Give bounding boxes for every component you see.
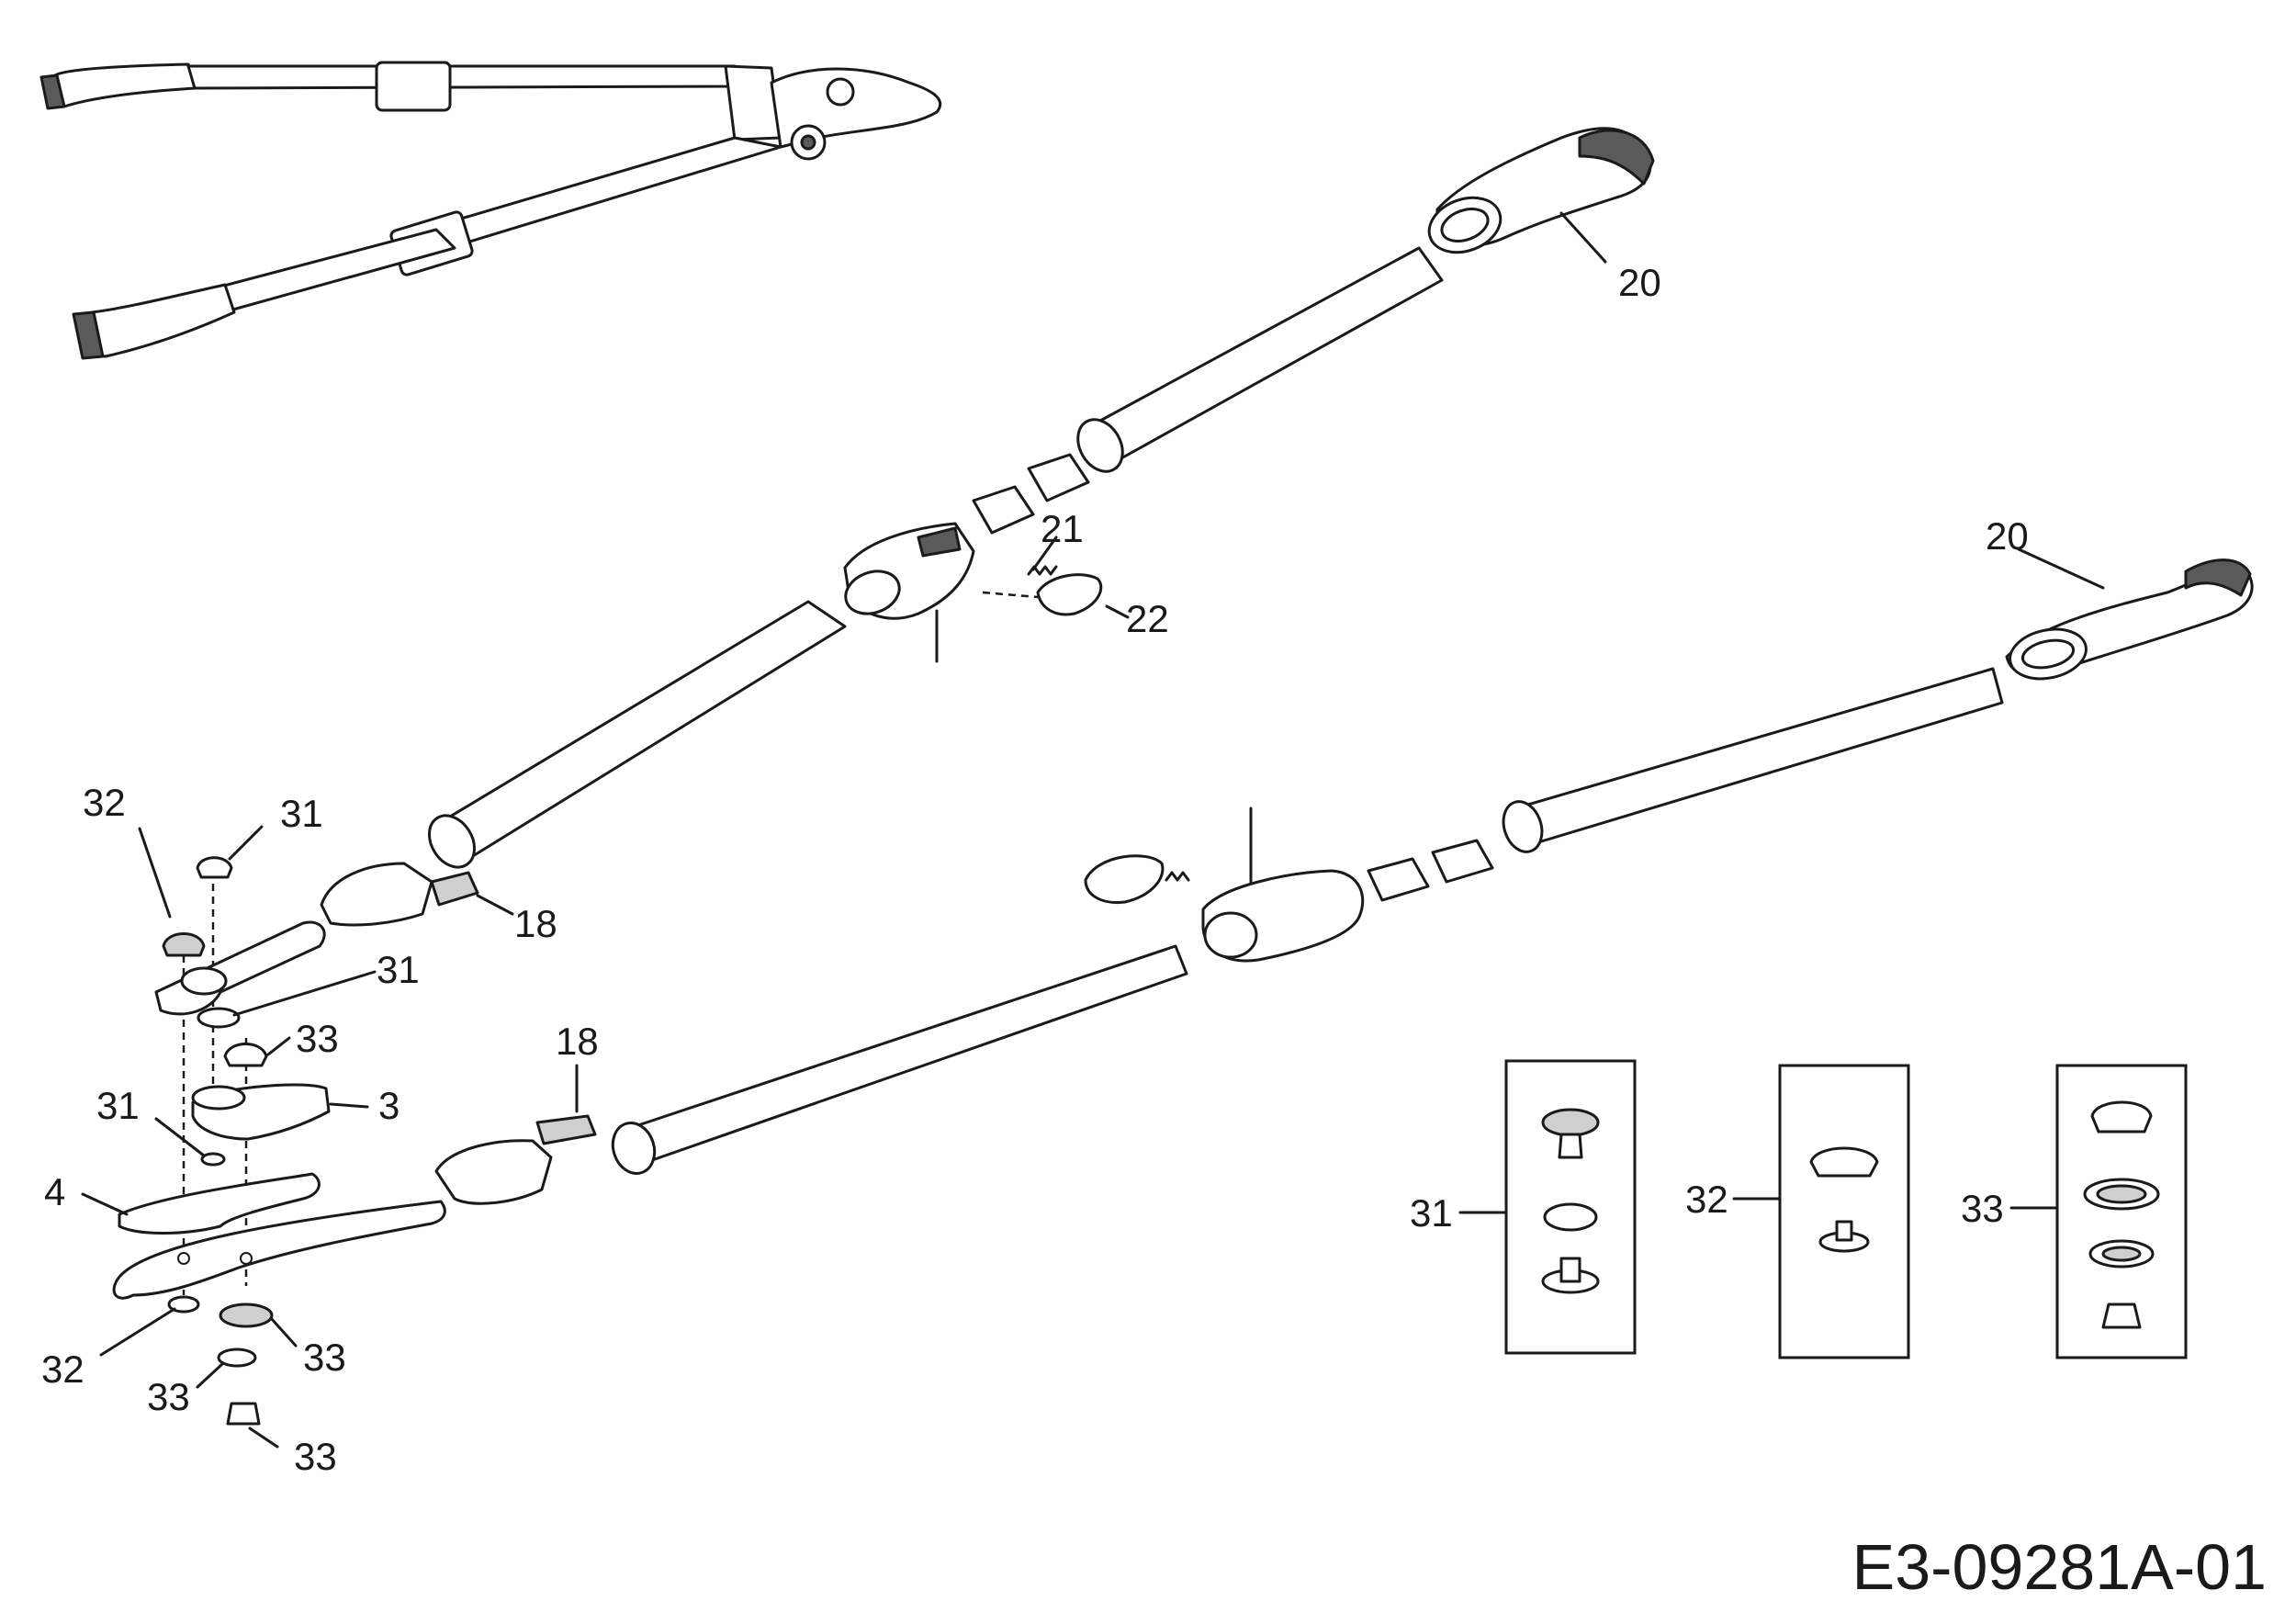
detail-box-32-label: 32	[1685, 1178, 1728, 1221]
callout-31-top: 31	[280, 792, 323, 835]
callout-18-upper: 18	[514, 902, 557, 945]
callout-33-mid: 33	[296, 1017, 339, 1060]
callout-33-bottom: 33	[294, 1435, 337, 1478]
lower-lock-button	[1084, 854, 1190, 905]
callout-20-lower: 20	[1986, 514, 2029, 558]
detail-box-31-label: 31	[1410, 1191, 1453, 1235]
callout-31-left: 31	[96, 1084, 140, 1127]
upper-inner-tube	[427, 600, 847, 869]
lower-end-cap-18	[434, 1114, 597, 1205]
detail-box-33-label: 33	[1961, 1187, 2004, 1230]
callout-31-mid: 31	[377, 948, 420, 991]
lower-sleeves	[1367, 839, 1494, 902]
lower-lock-housing	[1201, 806, 1365, 963]
callout-32-bottom: 32	[41, 1348, 84, 1391]
callout-3: 3	[378, 1084, 400, 1127]
detail-box-31	[1504, 1059, 1637, 1355]
upper-outer-tube	[1076, 246, 1444, 473]
callout-32-top: 32	[83, 781, 126, 824]
callout-21: 21	[1041, 507, 1084, 550]
leader-lines	[81, 211, 2105, 1449]
callout-33-right: 33	[303, 1336, 346, 1379]
callout-22: 22	[1126, 597, 1169, 640]
upper-sleeves	[972, 453, 1090, 535]
lower-inner-tube	[611, 944, 1188, 1175]
lock-button-22	[982, 573, 1103, 616]
callout-33-left: 33	[147, 1375, 190, 1418]
callout-20-upper: 20	[1618, 261, 1661, 304]
upper-end-cap-18	[320, 862, 479, 927]
detail-box-32	[1778, 1064, 1910, 1359]
callout-18-lower: 18	[556, 1020, 599, 1063]
callout-labels: 20 20 21 22 18 18 32 31 31 33 3 31 4 32 …	[41, 261, 2029, 1478]
lower-outer-tube	[1502, 667, 2004, 853]
drawing-id: E3-09281A-01	[1852, 1531, 2267, 1603]
callout-4: 4	[44, 1170, 65, 1213]
lower-handle-grip	[2005, 558, 2254, 681]
blade-assembly	[112, 856, 446, 1426]
upper-handle-grip	[1427, 127, 1655, 254]
upper-lock-housing	[843, 522, 975, 663]
assembled-lopper-illustration	[39, 61, 942, 360]
detail-box-33	[2055, 1064, 2188, 1359]
